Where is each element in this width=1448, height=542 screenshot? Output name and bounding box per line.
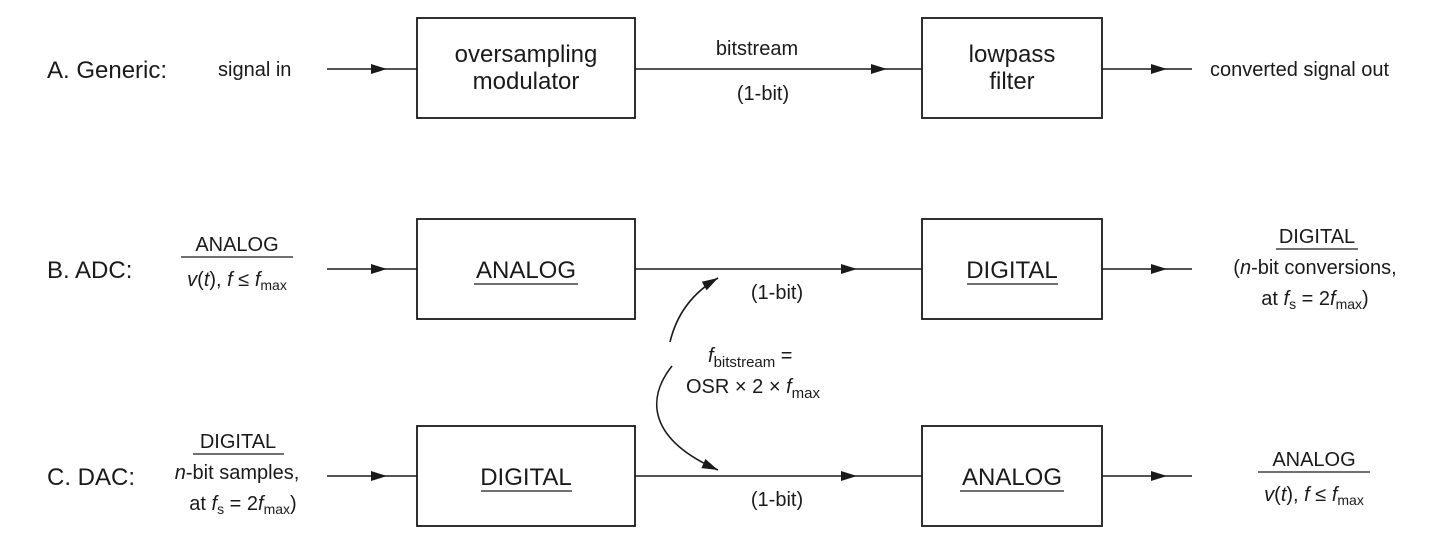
- oversampling-modulator-label-2: modulator: [473, 68, 580, 95]
- row-label-dac: C. DAC:: [47, 464, 135, 491]
- adc-1bit-label: (1-bit): [751, 282, 803, 304]
- adc-digital-box-label: DIGITAL: [966, 257, 1058, 284]
- curved-arrow-to-dac: [656, 365, 719, 471]
- row-adc: B. ADC: ANALOG v(t), f ≤ fmax ANALOG (1-…: [47, 218, 1397, 320]
- bitstream-rate-line-1: fbitstream =: [708, 345, 793, 371]
- adc-analog-box: [416, 218, 636, 320]
- dac-analog-box: [921, 425, 1103, 527]
- lowpass-filter-label-1: lowpass: [969, 41, 1056, 68]
- lowpass-filter-label-2: filter: [989, 68, 1034, 95]
- dac-analog-box-label: ANALOG: [962, 464, 1062, 491]
- adc-output-conversions: (n-bit conversions,: [1233, 257, 1396, 279]
- adc-output-rate: at fs = 2fmax): [1261, 288, 1368, 312]
- generic-output-label: converted signal out: [1210, 59, 1389, 81]
- dac-1bit-label: (1-bit): [751, 489, 803, 511]
- bitstream-rate-note: fbitstream = OSR × 2 × fmax: [656, 277, 820, 471]
- lowpass-filter-box: [921, 17, 1103, 119]
- dac-input-heading: DIGITAL: [200, 431, 276, 453]
- adc-input-heading: ANALOG: [195, 234, 278, 256]
- dac-input-samples: n-bit samples,: [175, 462, 300, 484]
- adc-input-signal: v(t), f ≤ fmax: [187, 269, 287, 293]
- dac-digital-box-label: DIGITAL: [480, 464, 572, 491]
- adc-output-heading: DIGITAL: [1279, 226, 1355, 248]
- generic-bitstream-label: bitstream: [716, 38, 798, 60]
- curved-arrow-to-adc: [669, 277, 719, 343]
- row-label-adc: B. ADC:: [47, 257, 132, 284]
- row-dac: C. DAC: DIGITAL n-bit samples, at fs = 2…: [47, 425, 1370, 527]
- generic-1bit-label: (1-bit): [737, 83, 789, 105]
- adc-digital-box: [921, 218, 1103, 320]
- dac-input-rate: at fs = 2fmax): [189, 493, 296, 517]
- oversampling-modulator-label-1: oversampling: [455, 41, 598, 68]
- bitstream-rate-line-2: OSR × 2 × fmax: [686, 376, 820, 402]
- adc-analog-box-label: ANALOG: [476, 257, 576, 284]
- oversampling-modulator-box: [416, 17, 636, 119]
- row-generic: A. Generic: signal in oversampling modul…: [47, 17, 1389, 119]
- generic-input-label: signal in: [218, 59, 291, 81]
- dac-output-heading: ANALOG: [1272, 449, 1355, 471]
- dac-output-signal: v(t), f ≤ fmax: [1264, 484, 1364, 508]
- row-label-generic: A. Generic:: [47, 57, 167, 84]
